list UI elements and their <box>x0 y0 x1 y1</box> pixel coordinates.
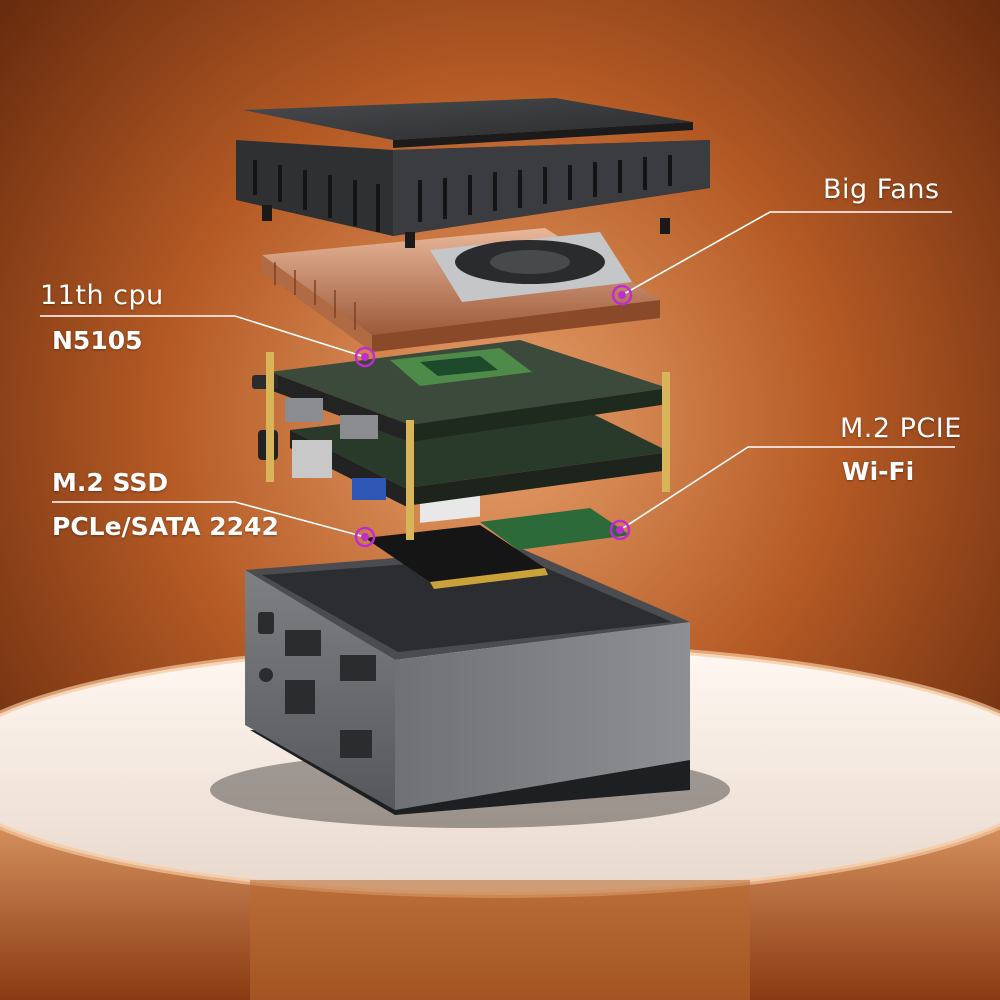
label-cpu-line1: 11th cpu <box>40 280 164 311</box>
marker-cpu <box>354 346 376 368</box>
label-cpu-line2: N5105 <box>52 326 143 355</box>
callout-line-cpu <box>40 315 366 358</box>
marker-ssd <box>354 526 376 548</box>
callout-line-pcie <box>619 446 955 531</box>
callout-lines <box>40 211 955 538</box>
label-ssd-line2: PCLe/SATA 2242 <box>52 512 279 541</box>
callout-line-big-fans <box>621 211 952 296</box>
marker-big-fans <box>611 284 633 306</box>
callout-line-ssd <box>52 501 366 538</box>
label-ssd-line1: M.2 SSD <box>52 468 169 497</box>
callout-markers <box>354 284 633 548</box>
label-big-fans: Big Fans <box>823 174 940 205</box>
heatsink-fan <box>262 228 660 352</box>
bottom-case <box>245 548 690 815</box>
top-lid <box>236 98 710 248</box>
motherboard-upper <box>252 340 670 540</box>
marker-pcie <box>609 519 631 541</box>
label-pcie-line1: M.2 PCIE <box>840 413 962 444</box>
label-pcie-line2: Wi-Fi <box>842 457 915 486</box>
